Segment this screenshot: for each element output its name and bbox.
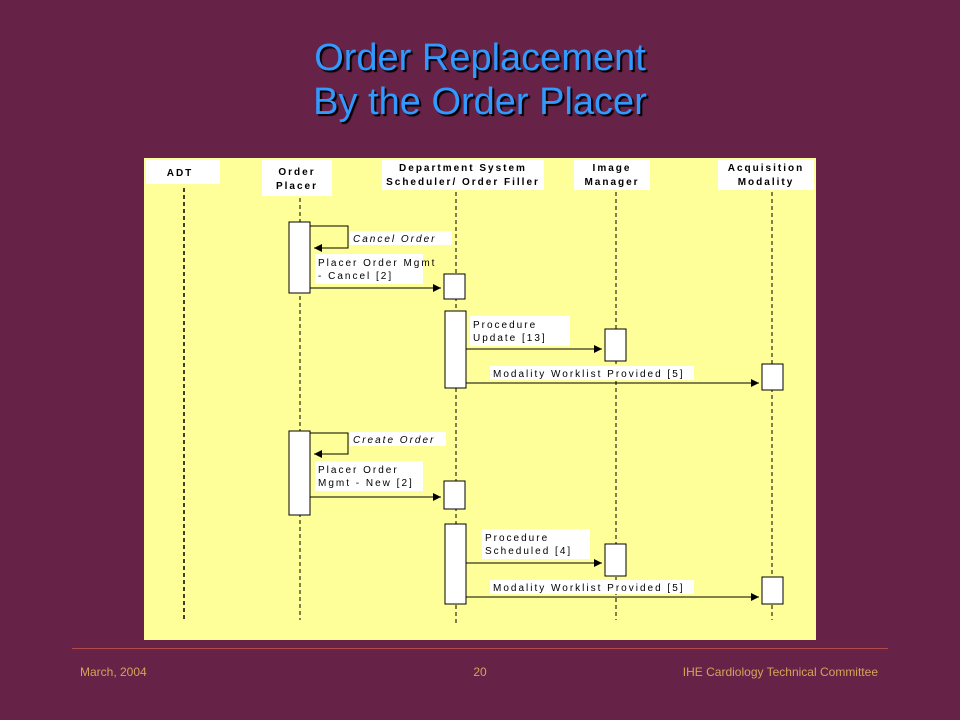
label-box-proc-scheduled [482,529,590,559]
actor-label-adt: ADT [167,168,194,179]
self-arrow-cancel-order-head [314,244,322,252]
msg-cancel-order: Cancel Order [353,234,436,245]
label-box-placer-cancel [315,254,423,284]
slide-title: Order Replacement By the Order Placer [0,36,960,124]
footer-date: March, 2004 [80,665,147,679]
msg-mwl-2: Modality Worklist Provided [5] [493,583,685,594]
footer-divider [72,648,888,649]
actor-label-acquisition-2: Modality [738,177,795,188]
actor-label-order-placer-1: Order [278,167,315,178]
actor-label-dss-2: Scheduler/ Order Filler [386,177,540,188]
activation-placer-create [288,430,311,516]
actor-label-image-manager-1: Image [593,163,632,174]
activation-im-scheduled [604,543,627,577]
activation-im-update [604,328,627,362]
msg-proc-scheduled-2: Scheduled [4] [485,546,572,557]
label-box-proc-update [470,316,570,346]
sequence-diagram: ADT Order Placer Department System Sched… [144,158,816,640]
label-box-mwl-2 [490,580,694,594]
footer-committee: IHE Cardiology Technical Committee [682,665,878,679]
title-line-1: Order Replacement [314,37,646,79]
activation-placer-cancel [288,221,311,294]
actor-box-dss [382,160,544,190]
actor-label-acquisition-1: Acquisition [728,163,804,174]
actor-label-image-manager-2: Manager [584,177,639,188]
msg-placer-cancel-2: - Cancel [2] [318,271,393,282]
footer-page-number: 20 [473,665,487,679]
msg-proc-scheduled-1: Procedure [485,533,549,544]
activation-am-2 [761,576,784,605]
msg-placer-cancel-1: Placer Order Mgmt [318,258,436,269]
msg-placer-new-1: Placer Order [318,465,399,476]
msg-proc-update-2: Update [13] [473,333,547,344]
activation-dss-cancel [443,273,466,300]
actor-box-adt [146,160,220,184]
msg-create-order: Create Order [353,435,435,446]
title-line-2: By the Order Placer [313,81,647,123]
self-arrow-cancel-order [310,225,349,249]
self-arrow-create-order [310,432,349,455]
msg-placer-new-2: Mgmt - New [2] [318,478,414,489]
actor-label-order-placer-2: Placer [276,181,318,192]
actor-box-order-placer [262,160,332,196]
diagram-background [144,158,816,640]
msg-mwl-1: Modality Worklist Provided [5] [493,369,685,380]
activation-dss-scheduled [444,523,467,605]
sequence-diagram-svg: ADT Order Placer Department System Sched… [144,158,816,640]
label-box-cancel-order [350,231,452,245]
activation-am-1 [761,363,784,391]
actor-box-acquisition-modality [718,160,814,190]
activation-dss-new [443,480,466,510]
actor-box-image-manager [574,160,650,190]
label-box-mwl-1 [490,366,694,380]
activation-dss-update [444,310,467,389]
label-box-placer-new [315,461,423,491]
actor-label-dss-1: Department System [399,163,527,174]
self-arrow-create-order-head [314,450,322,458]
label-box-create-order [350,432,446,446]
msg-proc-update-1: Procedure [473,320,537,331]
